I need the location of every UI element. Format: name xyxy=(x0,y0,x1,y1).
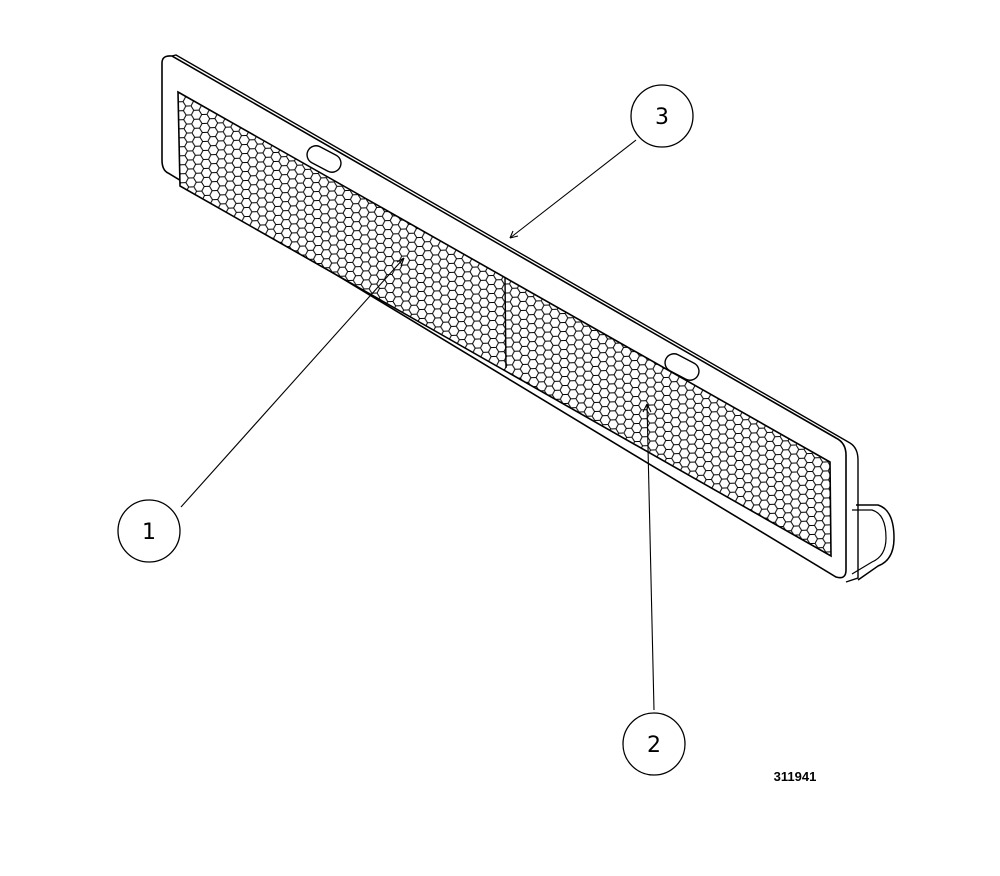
callout-1: 1 xyxy=(117,499,181,563)
callout-3-label: 3 xyxy=(655,105,669,130)
callout-3: 3 xyxy=(630,84,694,148)
drawing-number: 311941 xyxy=(774,769,817,784)
callout-2-label: 2 xyxy=(647,733,661,758)
callout-2: 2 xyxy=(622,712,686,776)
slot-left xyxy=(306,145,342,173)
mesh-screen xyxy=(177,90,832,558)
slot-right xyxy=(664,353,700,381)
callout-1-label: 1 xyxy=(142,520,156,545)
leader-lines xyxy=(180,139,655,711)
